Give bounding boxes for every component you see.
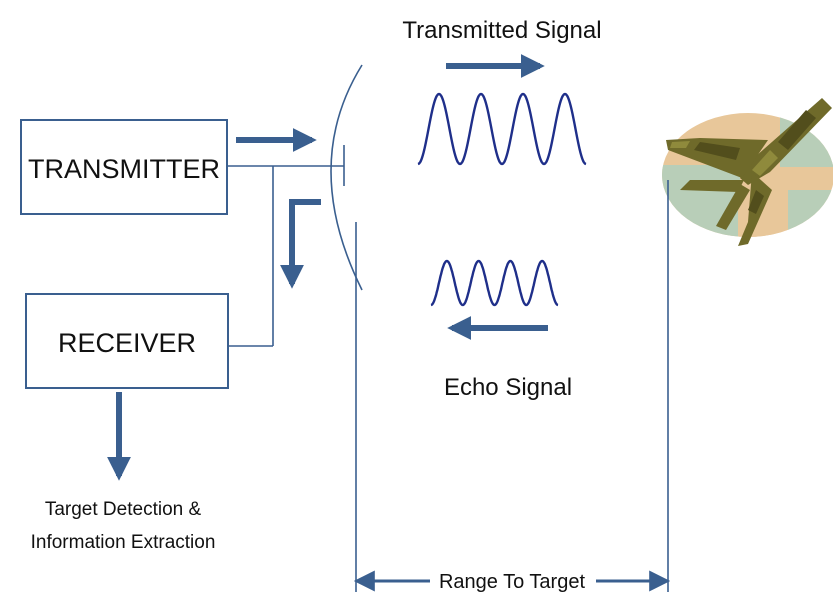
fighter-jet-icon bbox=[662, 98, 833, 246]
transmitted-wave bbox=[417, 92, 587, 166]
receiver-label: RECEIVER bbox=[58, 328, 196, 358]
detection-label-line2: Information Extraction bbox=[31, 532, 216, 553]
transmitted-signal-label: Transmitted Signal bbox=[402, 17, 601, 44]
range-label: Range To Target bbox=[439, 571, 585, 593]
detection-label-line1: Target Detection & bbox=[45, 499, 202, 520]
echo-wave bbox=[430, 259, 559, 307]
wiring bbox=[227, 145, 345, 347]
antenna-dish-icon bbox=[330, 64, 363, 291]
receive-arrow bbox=[280, 199, 321, 289]
receiver-block: RECEIVER bbox=[25, 293, 229, 389]
transmitter-label: TRANSMITTER bbox=[28, 154, 220, 184]
echo-signal-label: Echo Signal bbox=[444, 374, 572, 401]
transmitter-block: TRANSMITTER bbox=[20, 119, 228, 215]
